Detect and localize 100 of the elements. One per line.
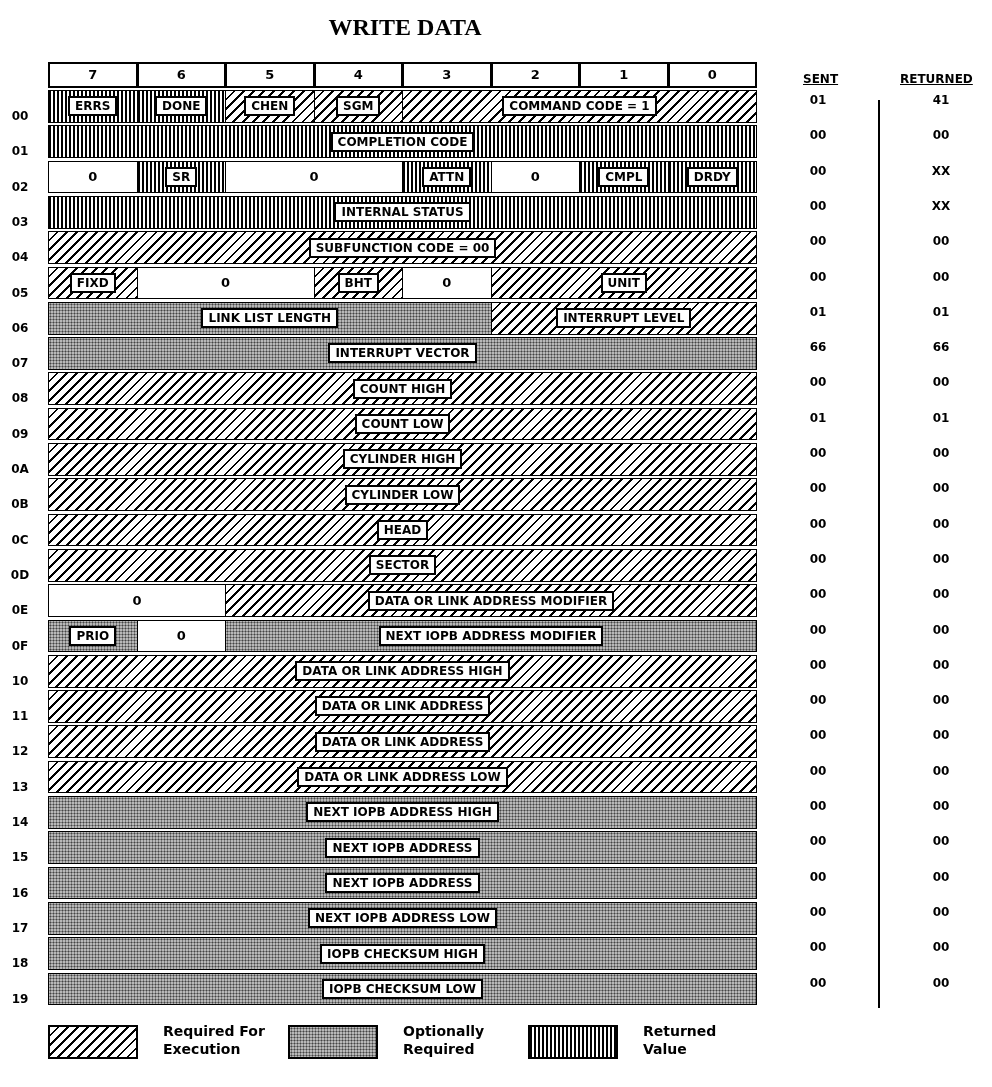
row-address: 03 [10, 214, 30, 229]
returned-value: 00 [931, 834, 951, 849]
field-label: FIXD [69, 272, 116, 293]
sent-value: 00 [808, 975, 828, 990]
returned-value: 00 [931, 128, 951, 143]
field-label: IOPB CHECKSUM LOW [321, 978, 484, 999]
returned-value: 01 [931, 410, 951, 425]
row-address: 07 [10, 356, 30, 371]
field-label: DRDY [686, 167, 738, 187]
sent-value: 00 [808, 234, 828, 249]
field-label: BHT [337, 272, 379, 293]
field-label: NEXT IOPB ADDRESS [325, 873, 480, 893]
sent-value: 00 [808, 622, 828, 637]
row-address: 0E [10, 603, 30, 618]
bit-value: 0 [530, 169, 540, 185]
sent-value: 00 [808, 904, 828, 919]
row-address: 05 [10, 285, 30, 300]
field-label: SR [165, 167, 198, 187]
bit-value: 0 [132, 593, 142, 609]
sent-value: 00 [808, 198, 828, 213]
field-label: COMMAND CODE = 1 [502, 96, 657, 117]
legend-label: Required For Execution [163, 1022, 266, 1058]
field-label: INTERNAL STATUS [334, 202, 471, 223]
row-address: 11 [10, 709, 30, 724]
returned-value: 01 [931, 304, 951, 319]
row-address: 0D [9, 567, 31, 582]
sent-value: 00 [808, 799, 828, 813]
returned-value: 00 [931, 516, 951, 531]
sent-value: 00 [808, 516, 828, 531]
sent-value: 00 [808, 375, 828, 390]
returned-value: 00 [931, 622, 951, 637]
bit-number-cell: 7 [48, 62, 138, 88]
sent-value: 00 [808, 657, 828, 672]
returned-value: 00 [931, 799, 951, 813]
returned-value: 00 [931, 940, 951, 955]
field-label: DONE [155, 96, 208, 117]
field-label: CMPL [598, 167, 650, 187]
row-address: 08 [10, 391, 30, 406]
sent-value: 00 [808, 940, 828, 955]
row-address: 04 [10, 250, 30, 265]
row-address: 01 [10, 144, 30, 159]
bit-value: 0 [309, 169, 319, 185]
sent-value: 00 [808, 869, 828, 884]
sent-value: 66 [808, 340, 828, 355]
returned-value: 00 [931, 551, 951, 566]
row-address: 10 [10, 673, 30, 688]
row-address: 18 [10, 956, 30, 971]
bit-number-cell: 6 [136, 62, 226, 88]
sent-value: 00 [808, 446, 828, 460]
sent-value: 00 [808, 269, 828, 284]
returned-value: 00 [931, 234, 951, 249]
row-address: 0B [10, 497, 30, 512]
field-label: SECTOR [368, 555, 437, 576]
bit-value: 0 [176, 628, 186, 644]
returned-value: 00 [931, 728, 951, 743]
legend-label: Returned Value [643, 1022, 718, 1058]
field-label: IOPB CHECKSUM HIGH [320, 943, 485, 964]
sent-value: 00 [808, 128, 828, 143]
column-heading: SENT [803, 72, 839, 86]
field-label: SUBFUNCTION CODE = 00 [308, 237, 497, 258]
row-address: 15 [10, 850, 30, 865]
field-label: DATA OR LINK ADDRESS LOW [297, 767, 508, 788]
returned-value: 00 [931, 657, 951, 672]
row-address: 0A [10, 462, 30, 476]
field-label: ERRS [68, 96, 118, 117]
sent-value: 00 [808, 728, 828, 743]
field-label: COUNT LOW [354, 414, 451, 435]
row-address: 14 [10, 815, 30, 829]
field-label: DATA OR LINK ADDRESS [314, 731, 491, 752]
sent-value: 01 [808, 304, 828, 319]
field-label: COUNT HIGH [352, 378, 453, 399]
field-label: ATTN [422, 167, 472, 187]
field-label: HEAD [376, 520, 429, 540]
row-address: 09 [10, 426, 30, 441]
returned-value: 41 [931, 93, 951, 107]
sent-value: 01 [808, 93, 828, 107]
sent-value: 00 [808, 587, 828, 602]
sent-value: 00 [808, 693, 828, 708]
field-label: CYLINDER LOW [344, 484, 461, 505]
returned-value: 00 [931, 446, 951, 460]
returned-value: 00 [931, 375, 951, 390]
bit-number-cell: 0 [667, 62, 757, 88]
sent-value: 00 [808, 551, 828, 566]
column-heading: RETURNED [900, 72, 973, 86]
field-label: UNIT [600, 272, 647, 293]
returned-value: 00 [931, 869, 951, 884]
returned-value: 00 [931, 975, 951, 990]
sent-value: 00 [808, 481, 828, 496]
returned-value: 00 [931, 693, 951, 708]
field-label: INTERRUPT LEVEL [556, 308, 692, 329]
bit-value: 0 [88, 169, 98, 185]
row-address: 00 [10, 109, 30, 123]
row-address: 17 [10, 920, 30, 935]
returned-value: XX [930, 198, 952, 213]
field-label: CYLINDER HIGH [342, 449, 463, 470]
row-address: 13 [10, 779, 30, 794]
row-address: 06 [10, 320, 30, 335]
bit-number-cell: 4 [313, 62, 403, 88]
sent-value: 01 [808, 410, 828, 425]
returned-value: 00 [931, 587, 951, 602]
